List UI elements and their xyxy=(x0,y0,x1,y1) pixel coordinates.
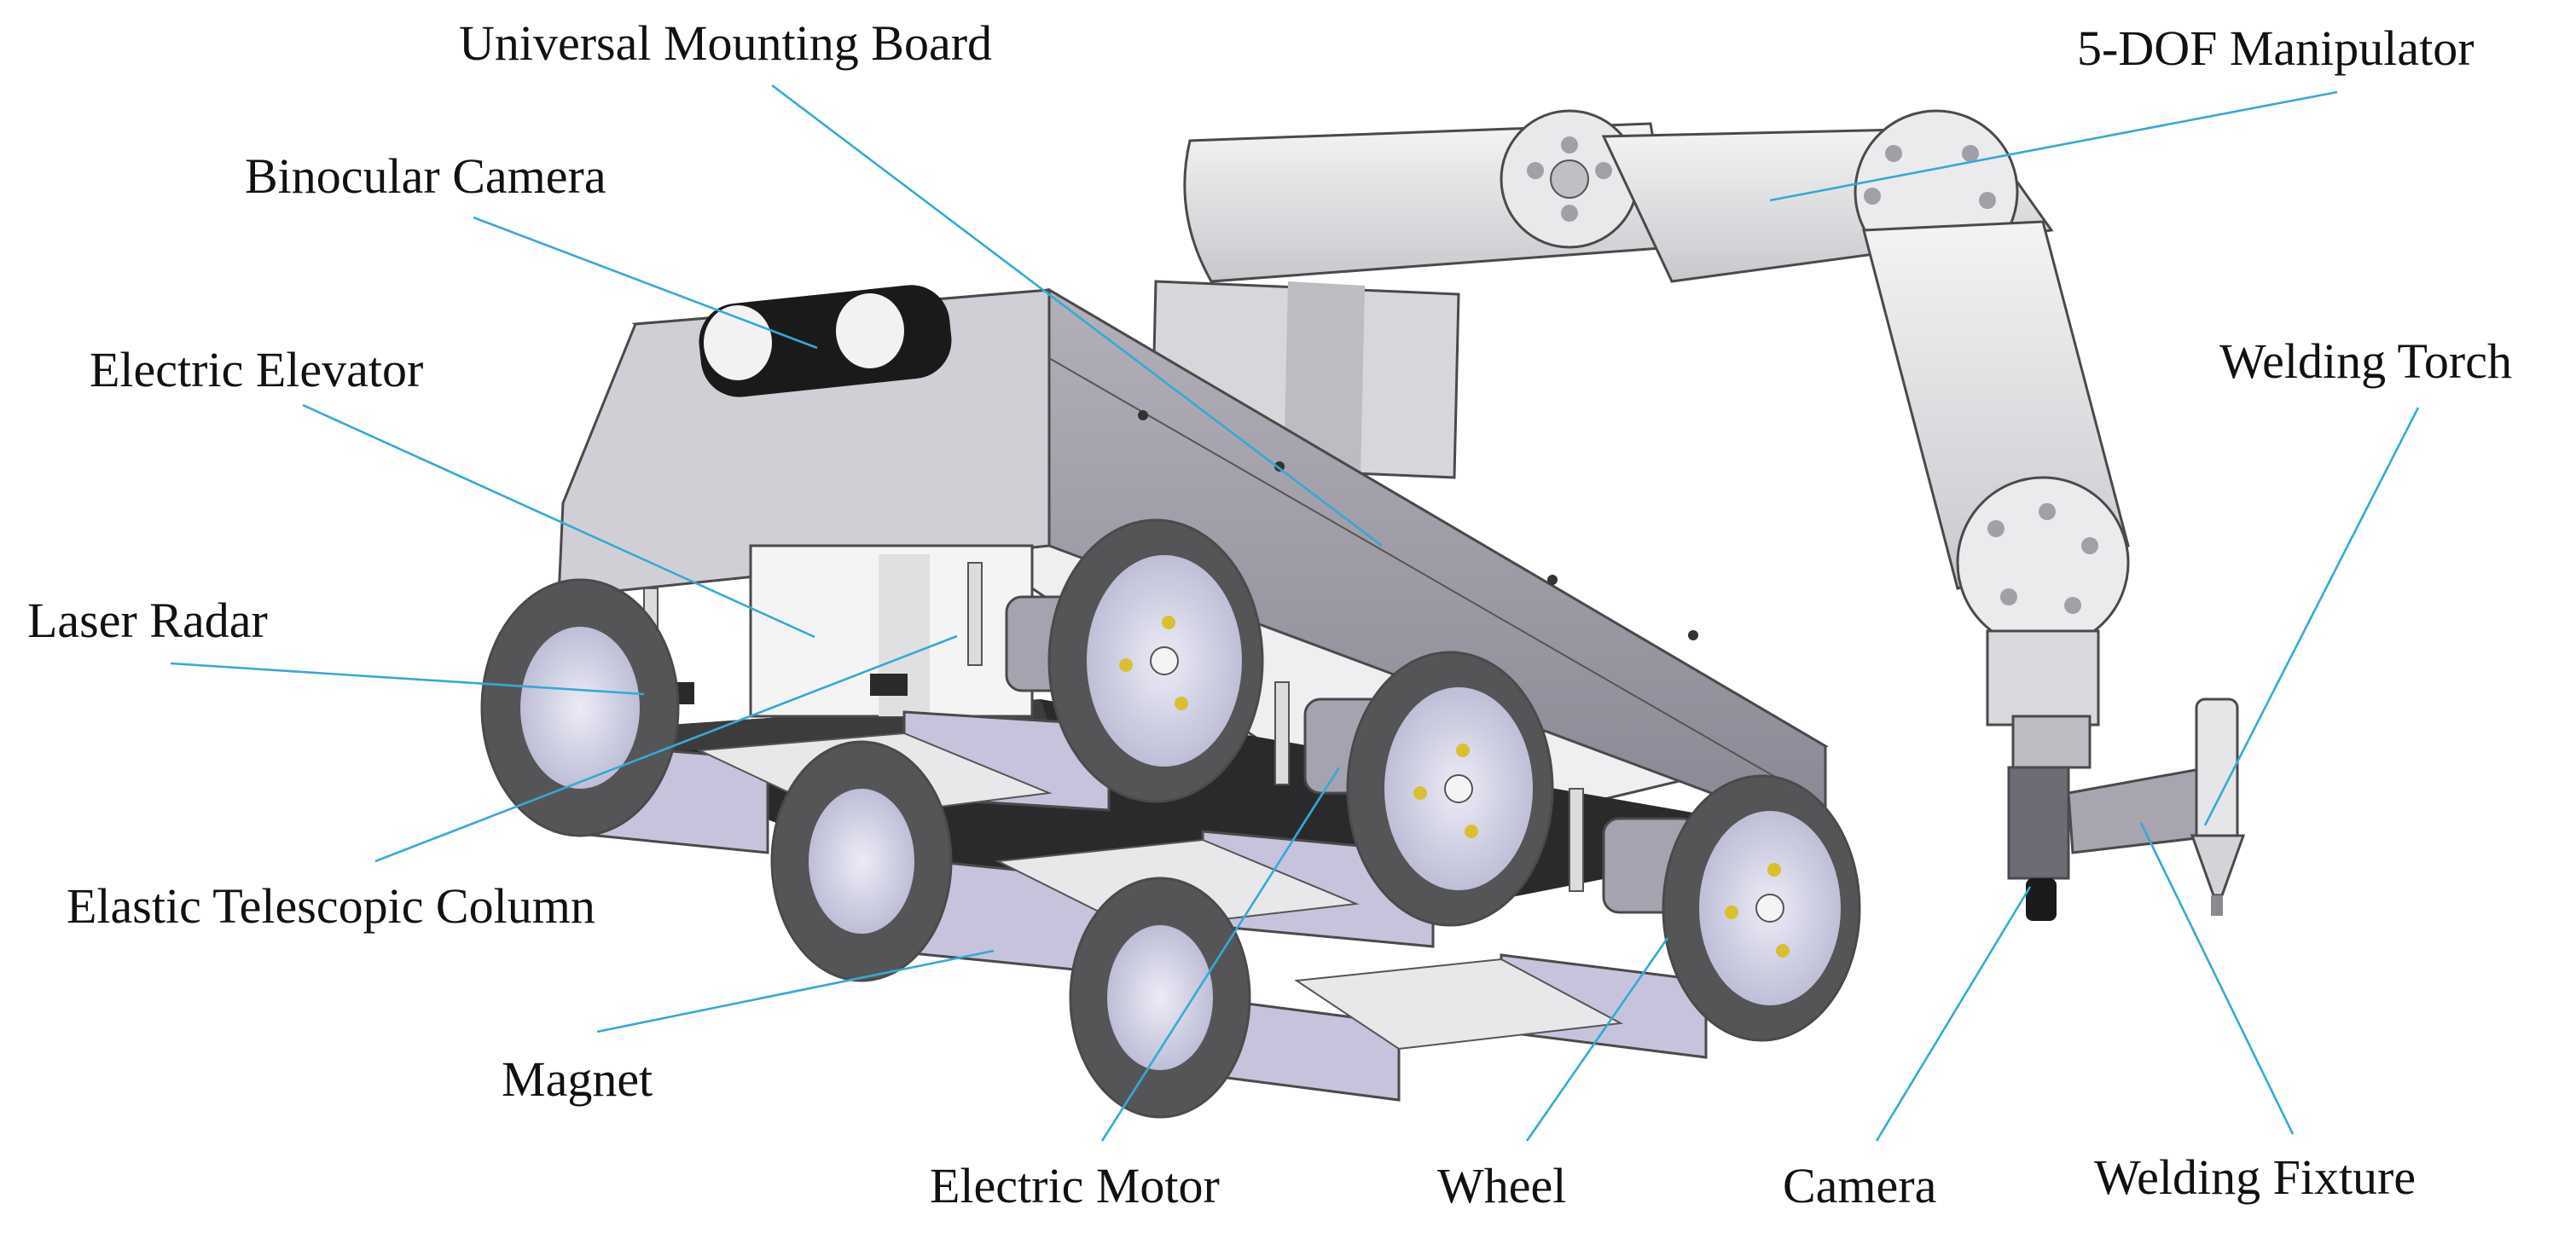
wheel-front-right xyxy=(1662,774,1861,1042)
leader-laser-radar xyxy=(170,662,645,696)
labels: Universal Mounting Board 5-DOF Manipulat… xyxy=(27,15,2512,1213)
telescopic-column xyxy=(1274,681,1290,785)
label-electric-elevator: Electric Elevator xyxy=(90,342,423,397)
label-manipulator: 5-DOF Manipulator xyxy=(2077,20,2474,76)
label-elastic-telescopic-column: Elastic Telescopic Column xyxy=(67,878,595,934)
leader-lines xyxy=(170,84,2420,1142)
label-magnet: Magnet xyxy=(502,1051,653,1107)
label-electric-motor: Electric Motor xyxy=(930,1158,1220,1213)
leader-electric-elevator xyxy=(302,403,815,639)
label-welding-torch: Welding Torch xyxy=(2219,333,2512,389)
telescopic-column xyxy=(1569,788,1584,892)
leader-binocular-camera xyxy=(473,216,818,350)
label-laser-radar: Laser Radar xyxy=(27,593,268,648)
leader-universal-mounting-board xyxy=(771,84,1383,547)
wheel-front-left xyxy=(1047,518,1264,803)
robot-body xyxy=(480,280,1861,1119)
leader-magnet xyxy=(596,949,995,1033)
end-camera xyxy=(2007,766,2070,880)
telescopic-column xyxy=(967,562,983,666)
manipulator-arm xyxy=(1183,109,2246,921)
label-binocular-camera: Binocular Camera xyxy=(245,148,606,204)
leader-wheel xyxy=(1525,937,1669,1142)
leader-electric-motor xyxy=(1100,767,1341,1142)
wheel-rear-left xyxy=(480,578,680,837)
leader-welding-torch xyxy=(2203,407,2420,826)
label-camera: Camera xyxy=(1783,1158,1936,1213)
label-welding-fixture: Welding Fixture xyxy=(2094,1149,2416,1205)
leader-camera xyxy=(1875,886,2032,1142)
label-wheel: Wheel xyxy=(1437,1158,1566,1213)
leader-elastic-telescopic-column xyxy=(374,634,958,863)
wheel-rear-mid xyxy=(770,740,953,982)
welding-torch xyxy=(2190,698,2246,916)
wheel-rear-right xyxy=(1069,877,1251,1119)
leader-welding-fixture xyxy=(2139,822,2295,1135)
wheel-front-mid xyxy=(1346,651,1554,927)
label-universal-mounting-board: Universal Mounting Board xyxy=(459,15,992,71)
leader-manipulator xyxy=(1769,90,2338,202)
